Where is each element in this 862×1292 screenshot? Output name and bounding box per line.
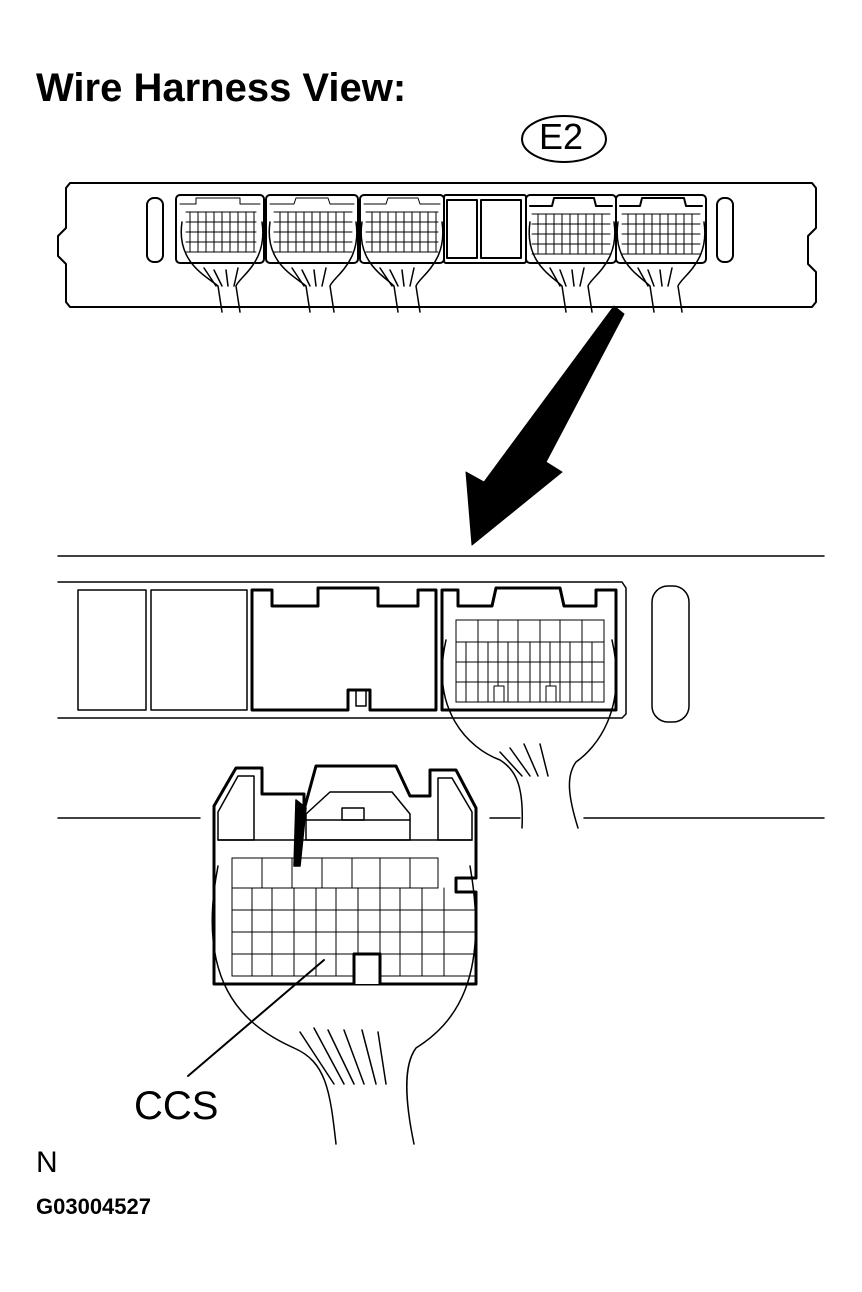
- ccs-leader-line: [187, 959, 325, 1077]
- ecu-overview: [57, 182, 817, 308]
- page-title: Wire Harness View:: [36, 66, 407, 110]
- connector-id-label: E2: [539, 116, 584, 157]
- ecu-enlarged-strip: [57, 555, 825, 723]
- ecu-enlarged-wire-loom: [441, 639, 617, 829]
- zoom-arrow: [465, 305, 625, 546]
- ecu-enlarged-pin-grid: [455, 619, 605, 703]
- view-code-label: N: [36, 1146, 58, 1179]
- figure-code-label: G03004527: [36, 1194, 151, 1219]
- connector-detail-wire-loom: [211, 865, 477, 1145]
- connector-detail: [57, 764, 825, 986]
- ecu-overview-pin-grids: [179, 197, 703, 255]
- ecu-overview-wire-looms: [180, 221, 706, 313]
- connector-id-oval: [521, 115, 607, 163]
- connector-detail-pin-grid: [231, 857, 477, 986]
- ccs-pin-label: CCS: [134, 1084, 219, 1128]
